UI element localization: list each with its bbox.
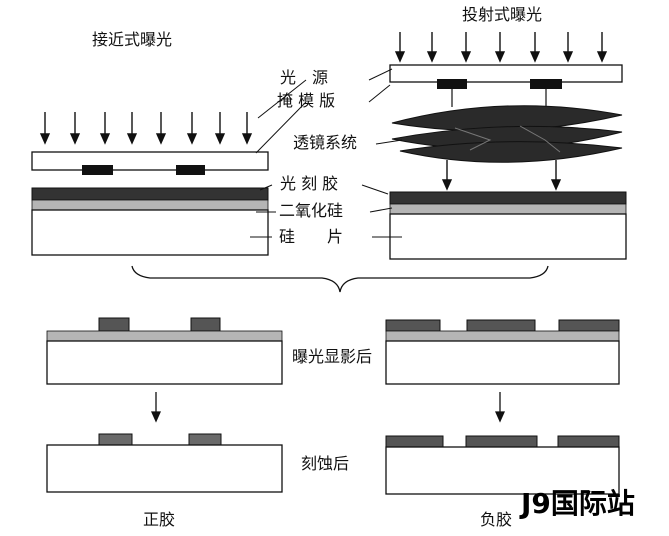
watermark-logo: J9国际站	[521, 487, 635, 520]
process-arrows	[150, 392, 506, 423]
positive-after-etch	[46, 433, 283, 493]
lens-system	[391, 105, 623, 163]
after-etch-label: 刻蚀后	[301, 454, 350, 473]
projection-mask	[389, 64, 623, 107]
light-source-label: 光 源	[280, 68, 329, 87]
photoresist-label: 光 刻 胶	[280, 174, 339, 193]
proximity-wafer-stack	[31, 187, 269, 256]
leader-lines	[250, 68, 403, 238]
positive-caption: 正胶	[143, 510, 176, 529]
proximity-mask	[31, 151, 269, 175]
projection-wafer-stack	[389, 191, 627, 260]
proximity-title: 接近式曝光	[92, 30, 173, 49]
brace	[131, 265, 549, 293]
wafer-label: 硅 片	[279, 227, 344, 246]
after-develop-label: 曝光显影后	[292, 347, 373, 366]
silicon-dioxide-label: 二氧化硅	[279, 201, 344, 220]
negative-after-etch	[385, 435, 620, 495]
mask-label: 掩 模 版	[277, 91, 336, 110]
negative-after-develop	[385, 319, 620, 385]
proximity-light-arrows	[39, 112, 253, 145]
lens-system-label: 透镜系统	[293, 133, 358, 152]
projection-title: 投射式曝光	[462, 5, 543, 24]
projection-focus-arrows	[441, 160, 562, 191]
negative-caption: 负胶	[480, 510, 513, 529]
positive-after-develop	[46, 317, 283, 385]
projection-light-arrows	[394, 32, 608, 63]
